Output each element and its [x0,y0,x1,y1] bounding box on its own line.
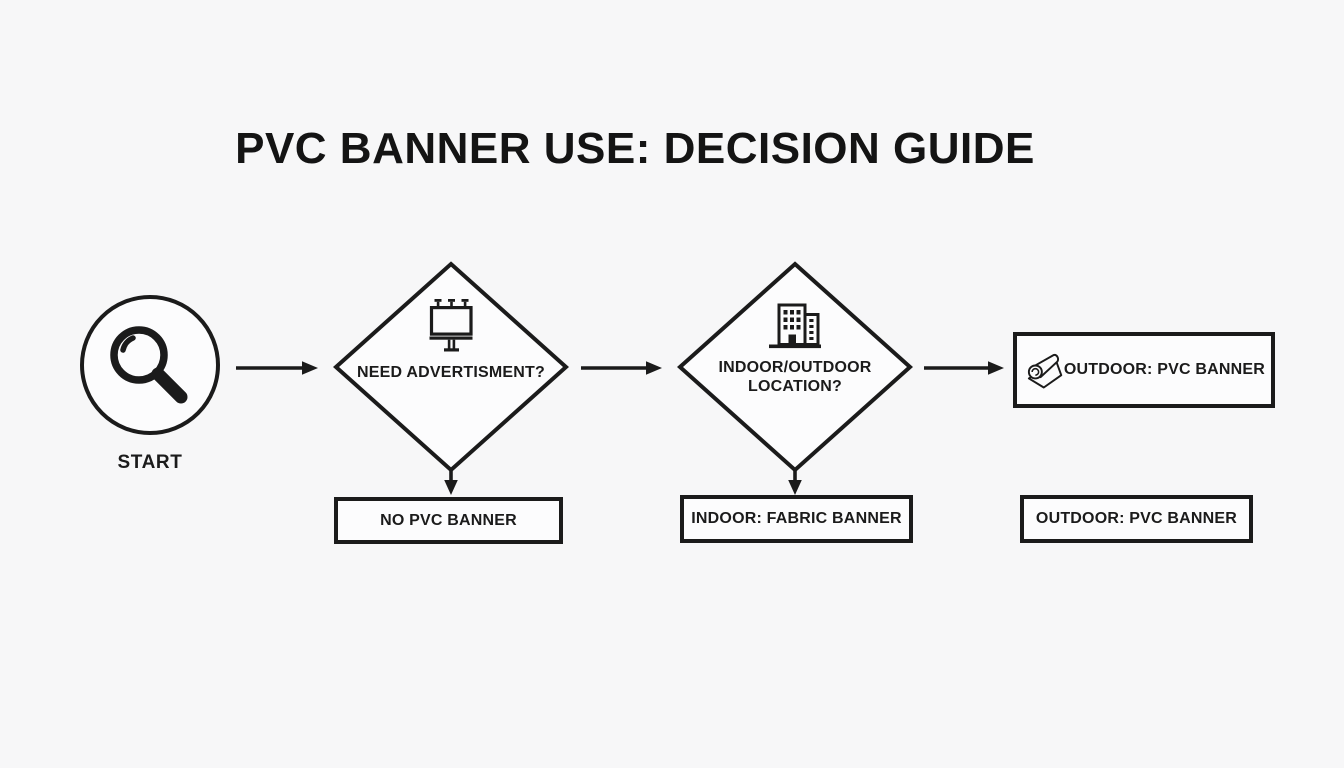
result-outdoor-primary-box: OUTDOOR: PVC BANNER [1013,332,1275,408]
result-outdoor-secondary-label: OUTDOOR: PVC BANNER [1035,510,1238,527]
building-icon [769,303,821,349]
start-node-circle [80,295,220,435]
decision-location-label-line2: LOCATION? [748,378,842,395]
banner-roll-icon [1027,353,1063,389]
arrow-start-to-advert [236,361,318,375]
arrow-location-to-indoor [788,469,802,495]
start-label: START [117,452,183,473]
arrow-advert-to-location [581,361,662,375]
result-indoor-label: INDOOR: FABRIC BANNER [691,510,902,527]
result-no-banner-label: NO PVC BANNER [380,511,517,529]
result-outdoor-primary-label: OUTDOOR: PVC BANNER [1063,361,1265,378]
result-indoor-box: INDOOR: FABRIC BANNER [680,495,913,543]
decision-location-label-line1: INDOOR/OUTDOOR [718,359,872,376]
magnifier-icon [110,326,188,404]
result-outdoor-secondary-box: OUTDOOR: PVC BANNER [1020,495,1253,543]
decision-advert-label: NEED ADVERTISMENT? [357,364,545,381]
decision-location-label: INDOOR/OUTDOOR LOCATION? [680,358,910,396]
billboard-icon [429,299,473,352]
arrow-location-to-outdoor [924,361,1004,375]
arrow-advert-to-no-banner [444,469,458,495]
page-title: PVC BANNER USE: DECISION GUIDE [235,124,1035,173]
result-no-banner-box: NO PVC BANNER [334,497,563,544]
